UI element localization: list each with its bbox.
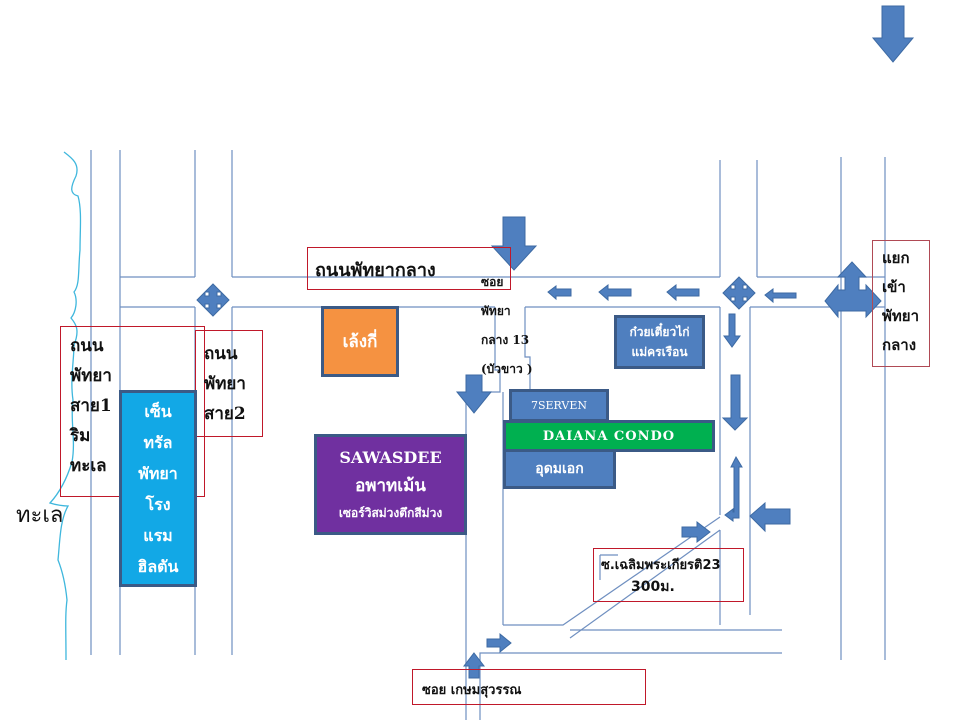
soi13-line: (บัวขาว ) xyxy=(481,362,533,376)
sawasdee-apartment[interactable]: SAWASDEE อพาทเม้น เซอร์วิสม่วงตึกสีม่วง xyxy=(314,434,467,535)
hilton-line: โรง xyxy=(145,494,171,514)
sawasdee-line3: เซอร์วิสม่วงตึกสีม่วง xyxy=(338,505,443,520)
soi13-line: พัทยา xyxy=(481,304,511,318)
four-way-arrow-icon xyxy=(196,283,230,317)
soi13-label: ซอย พัทยา กลาง 13 (บัวขาว ) xyxy=(481,268,533,384)
chaloem-label-line2: 300ม. xyxy=(631,579,675,595)
soi13-line: ซอย xyxy=(481,275,504,289)
chaloem-label-line1: ซ.เฉลิมพระเกียรติ23 xyxy=(601,558,721,573)
arrow-down-icon xyxy=(490,216,538,271)
hilton-line: ฮิลตัน xyxy=(137,556,179,576)
udom-ake-label: อุดมเอก xyxy=(535,461,584,477)
arrow-down-icon xyxy=(721,374,749,431)
lower-soi-edge xyxy=(503,516,721,626)
second-road-label: ถนน พัทยา สาย2 xyxy=(204,339,246,429)
junction-line: เข้า xyxy=(882,278,906,296)
beach-road-line: สาย1 xyxy=(70,396,112,416)
noodle-line1: ก๋วยเตี๋ยวไก่ xyxy=(629,325,690,339)
second-road-line: ถนน xyxy=(204,344,238,364)
soi13-edge xyxy=(524,307,531,392)
hilton-line: แรม xyxy=(143,525,173,545)
soi13-line: กลาง 13 xyxy=(481,333,530,347)
hilton-line: ทรัล xyxy=(143,432,173,452)
four-way-arrow-icon xyxy=(722,276,756,310)
junction-label: แยก เข้า พัทยา กลาง xyxy=(882,244,919,360)
arrow-left-icon xyxy=(764,288,797,304)
junction-line: กลาง xyxy=(882,336,917,354)
arrow-down-icon xyxy=(871,5,915,63)
arrow-down-icon xyxy=(455,374,493,414)
junction-line: พัทยา xyxy=(882,307,919,325)
beach-road-line: พัทยา xyxy=(70,366,112,386)
udom-ake-store[interactable]: อุดมเอก xyxy=(503,449,616,489)
central-road-label: ถนนพัทยากลาง xyxy=(315,260,436,281)
beach-road-line: ทะเล xyxy=(70,456,107,476)
sea-label: ทะเล xyxy=(16,503,64,528)
chaloem-label-box xyxy=(593,548,744,602)
arrow-left-icon xyxy=(547,285,572,301)
central-pattaya-hilton[interactable]: เซ็น ทรัล พัทยา โรง แรม ฮิลตัน xyxy=(119,390,197,587)
three-way-arrow-icon xyxy=(824,261,882,319)
sawasdee-line2: อพาทเม้น xyxy=(355,475,426,496)
chicken-noodle-shop[interactable]: ก๋วยเตี๋ยวไก่ แม่ครเรือน xyxy=(614,315,705,369)
coastline xyxy=(48,151,82,661)
beach-road-label: ถนน พัทยา สาย1 ริม ทะเล xyxy=(70,331,112,481)
hilton-line: พัทยา xyxy=(138,463,178,483)
daiana-condo[interactable]: DAIANA CONDO xyxy=(503,420,715,452)
second-road-label-box xyxy=(195,330,263,437)
kasem-soi-label: ซอย เกษมสุวรรณ xyxy=(422,683,522,698)
arrow-down-icon xyxy=(723,313,741,348)
arrow-left-icon xyxy=(598,283,632,302)
beach-road-line: ถนน xyxy=(70,336,104,356)
second-road-line: พัทยา xyxy=(204,374,246,394)
seven-eleven-store[interactable]: 7SERVEN xyxy=(509,389,609,422)
junction-label-box xyxy=(872,240,930,367)
arrow-right-icon xyxy=(486,632,512,654)
hilton-line: เซ็น xyxy=(144,401,172,421)
arrow-right-icon xyxy=(681,520,711,544)
leng-kee-label: เล้งกี่ xyxy=(342,332,378,352)
kasem-soi-edge xyxy=(479,652,782,720)
arrow-left-icon xyxy=(749,501,791,533)
beach-road-line: ริม xyxy=(70,426,91,446)
central-road-label-box xyxy=(307,247,511,290)
seven-eleven-label: 7SERVEN xyxy=(530,399,588,412)
junction-line: แยก xyxy=(882,249,910,267)
sawasdee-line1: SAWASDEE xyxy=(339,447,442,467)
daiana-condo-label: DAIANA CONDO xyxy=(542,428,676,444)
second-road-line: สาย2 xyxy=(204,404,246,424)
arrow-up-icon xyxy=(462,652,486,679)
arrow-left-icon xyxy=(666,283,700,302)
leng-kee-restaurant[interactable]: เล้งกี่ xyxy=(321,306,399,377)
kasem-soi-label-box xyxy=(412,669,646,705)
noodle-line2: แม่ครเรือน xyxy=(631,345,688,359)
arrow-bent-icon xyxy=(724,455,743,522)
